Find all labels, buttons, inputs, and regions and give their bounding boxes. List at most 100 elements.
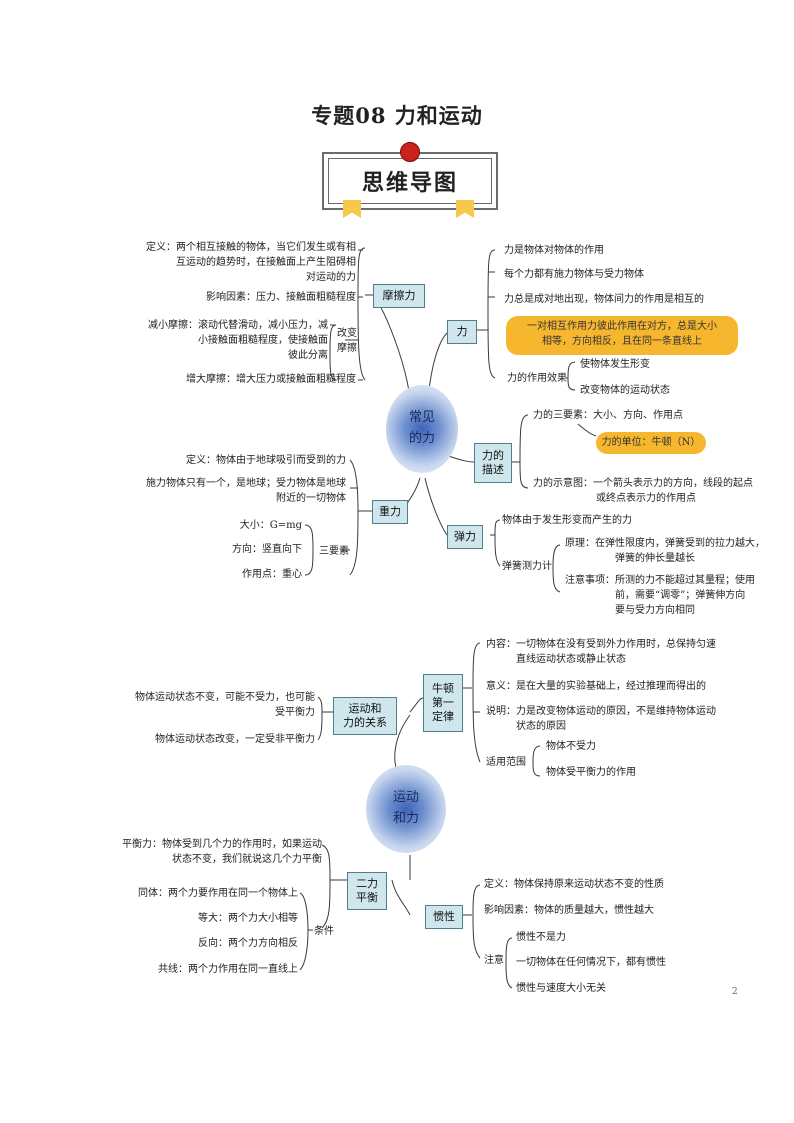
text-line: 状态的原因 (516, 721, 566, 732)
spring-scale-label: 弹簧测力计 (502, 561, 552, 572)
center-label-line: 运动 (392, 790, 419, 806)
relation-changed: 物体运动状态改变，一定受非平衡力 (155, 734, 315, 745)
ribbon-icon (456, 200, 474, 218)
node-gravity: 重力 (372, 500, 408, 524)
scope-label: 适用范围 (486, 757, 526, 768)
friction-definition: 定义：两个相互接触的物体，当它们发生或有相 互运动的趋势时，在接触面上产生阻碍相… (140, 240, 356, 285)
text-line: 受平衡力 (275, 707, 315, 718)
force-three-elements: 力的三要素：大小、方向、作用点 (533, 410, 683, 421)
gravity-point: 作用点：重心 (242, 569, 302, 580)
text-line: 物体运动状态不变，可能不受力，也可能 (135, 692, 315, 703)
center-label-line: 和力 (392, 811, 419, 826)
text-line: 运动和 (348, 702, 382, 716)
force-effect-label: 力的作用效果 (507, 373, 567, 384)
text-line: 原理：在弹性限度内，弹簧受到的拉力越大， (565, 538, 765, 549)
inertia-note: 惯性与速度大小无关 (516, 983, 606, 994)
text-line: 对运动的力 (306, 272, 356, 283)
page-number: 2 (732, 987, 738, 997)
text-line: 二力 (356, 877, 378, 891)
ribbon-icon (343, 200, 361, 218)
text-line: 互运动的趋势时，在接触面上产生阻碍相 (176, 257, 356, 268)
text-line: 相等，方向相反，且在同一条直线上 (542, 336, 702, 347)
force-diagram: 力的示意图：一个箭头表示力的方向，线段的起点 或终点表示力的作用点 (533, 476, 753, 506)
inertia-factor: 影响因素：物体的质量越大，惯性越大 (484, 905, 654, 916)
node-force-description: 力的 描述 (474, 443, 512, 483)
node-newton-first-law: 牛顿 第一 定律 (423, 674, 463, 732)
center-node-motion-force: 运动 和力 (366, 765, 446, 853)
text-line: 状态不变，我们就说这几个力平衡 (172, 854, 322, 865)
text-line: 内容：一切物体在没有受到外力作用时，总保持匀速 (486, 639, 716, 650)
inertia-note: 一切物体在任何情况下，都有惯性 (516, 957, 666, 968)
banner-label: 思维导图 (328, 158, 492, 204)
force-item: 力总是成对地出现，物体间力的作用是相互的 (504, 294, 704, 305)
text-line: 前，需要“调零”；弹簧伸方向 (615, 590, 746, 601)
page-title: 专题08 力和运动 (311, 103, 483, 128)
inertia-note: 惯性不是力 (516, 932, 566, 943)
text-line: 摩擦 (337, 343, 357, 354)
text-line: 第一 (432, 696, 454, 710)
gravity-applier: 施力物体只有一个，是地球；受力物体是地球 附近的一切物体 (130, 476, 346, 506)
text-line: 或终点表示力的作用点 (596, 493, 696, 504)
text-line: 小接触面粗糙程度，使接触面 (198, 335, 328, 346)
increase-friction: 增大摩擦：增大压力或接触面粗糙程度 (186, 374, 356, 385)
node-two-force-balance: 二力 平衡 (347, 872, 387, 910)
node-inertia: 惯性 (425, 905, 463, 929)
node-friction: 摩擦力 (373, 284, 425, 308)
inertia-note-label: 注意 (484, 955, 504, 966)
text-line: 彼此分离 (288, 350, 328, 361)
text-line: 定义：两个相互接触的物体，当它们发生或有相 (146, 242, 356, 253)
gravity-definition: 定义：物体由于地球吸引而受到的力 (186, 455, 346, 466)
text-line: 描述 (482, 463, 504, 476)
text-line: 平衡 (356, 891, 378, 904)
spring-notes: 注意事项：所测的力不能超过其量程；使用 前，需要“调零”；弹簧伸方向 要与受力方… (565, 573, 755, 618)
balance-condition: 同体：两个力要作用在同一个物体上 (138, 888, 298, 899)
text-line: 一对相互作用力彼此作用在对方，总是大小 (527, 321, 717, 332)
pin-icon (400, 142, 420, 162)
force-item: 每个力都有施力物体与受力物体 (504, 269, 644, 280)
node-motion-force-relation: 运动和 力的关系 (333, 697, 397, 735)
elastic-definition: 物体由于发生形变而产生的力 (502, 515, 632, 526)
gravity-direction: 方向：竖直向下 (232, 544, 302, 555)
spring-principle: 原理：在弹性限度内，弹簧受到的拉力越大， 弹簧的伸长量越长 (565, 536, 765, 566)
node-force: 力 (447, 320, 477, 344)
text-line: 力的关系 (343, 716, 387, 729)
force-unit-highlight: 力的单位：牛顿（N） (596, 432, 706, 454)
text-line: 力的 (482, 449, 504, 463)
center-node-common-forces: 常见 的力 (386, 385, 458, 473)
inertia-definition: 定义：物体保持原来运动状态不变的性质 (484, 879, 664, 890)
node-elastic: 弹力 (447, 525, 483, 549)
newton-meaning: 意义：是在大量的实验基础上，经过推理而得出的 (486, 681, 706, 692)
newton-content: 内容：一切物体在没有受到外力作用时，总保持匀速 直线运动状态或静止状态 (486, 637, 716, 667)
force-effect: 改变物体的运动状态 (580, 385, 670, 396)
newton-explanation: 说明：力是改变物体运动的原因，不是维持物体运动 状态的原因 (486, 704, 716, 734)
gravity-size: 大小：G=mg (239, 520, 302, 531)
change-friction-label: 改变 摩擦 (333, 326, 361, 356)
text-line: 定律 (432, 709, 454, 723)
text-line: 说明：力是改变物体运动的原因，不是维持物体运动 (486, 706, 716, 717)
text-line: 注意事项：所测的力不能超过其量程；使用 (565, 575, 755, 586)
text-line: 牛顿 (432, 682, 454, 696)
reduce-friction: 减小摩擦：滚动代替滑动，减小压力，减 小接触面粗糙程度，使接触面 彼此分离 (140, 318, 328, 363)
center-label-line: 的力 (408, 431, 435, 446)
text-line: 直线运动状态或静止状态 (516, 654, 626, 665)
text-line: 平衡力：物体受到几个力的作用时，如果运动 (122, 839, 322, 850)
balance-condition: 等大：两个力大小相等 (198, 913, 298, 924)
text-line: 施力物体只有一个，是地球；受力物体是地球 (146, 478, 346, 489)
conditions-label: 条件 (314, 926, 334, 937)
force-effect: 使物体发生形变 (580, 359, 650, 370)
text-line: 减小摩擦：滚动代替滑动，减小压力，减 (148, 320, 328, 331)
text-line: 弹簧的伸长量越长 (615, 553, 695, 564)
text-line: 附近的一切物体 (276, 493, 346, 504)
balance-definition: 平衡力：物体受到几个力的作用时，如果运动 状态不变，我们就说这几个力平衡 (100, 837, 322, 867)
balance-condition: 共线：两个力作用在同一直线上 (158, 964, 298, 975)
relation-unchanged: 物体运动状态不变，可能不受力，也可能 受平衡力 (110, 690, 315, 720)
interaction-force-highlight: 一对相互作用力彼此作用在对方，总是大小 相等，方向相反，且在同一条直线上 (506, 316, 738, 355)
center-label-line: 常见 (408, 410, 435, 426)
balance-condition: 反向：两个力方向相反 (198, 938, 298, 949)
text-line: 力的示意图：一个箭头表示力的方向，线段的起点 (533, 478, 753, 489)
friction-factors: 影响因素：压力、接触面粗糙程度 (206, 292, 356, 303)
three-elements-label: 三要素 (319, 546, 349, 557)
force-item: 力是物体对物体的作用 (504, 245, 604, 256)
scope-item: 物体不受力 (546, 741, 596, 752)
scope-item: 物体受平衡力的作用 (546, 767, 636, 778)
